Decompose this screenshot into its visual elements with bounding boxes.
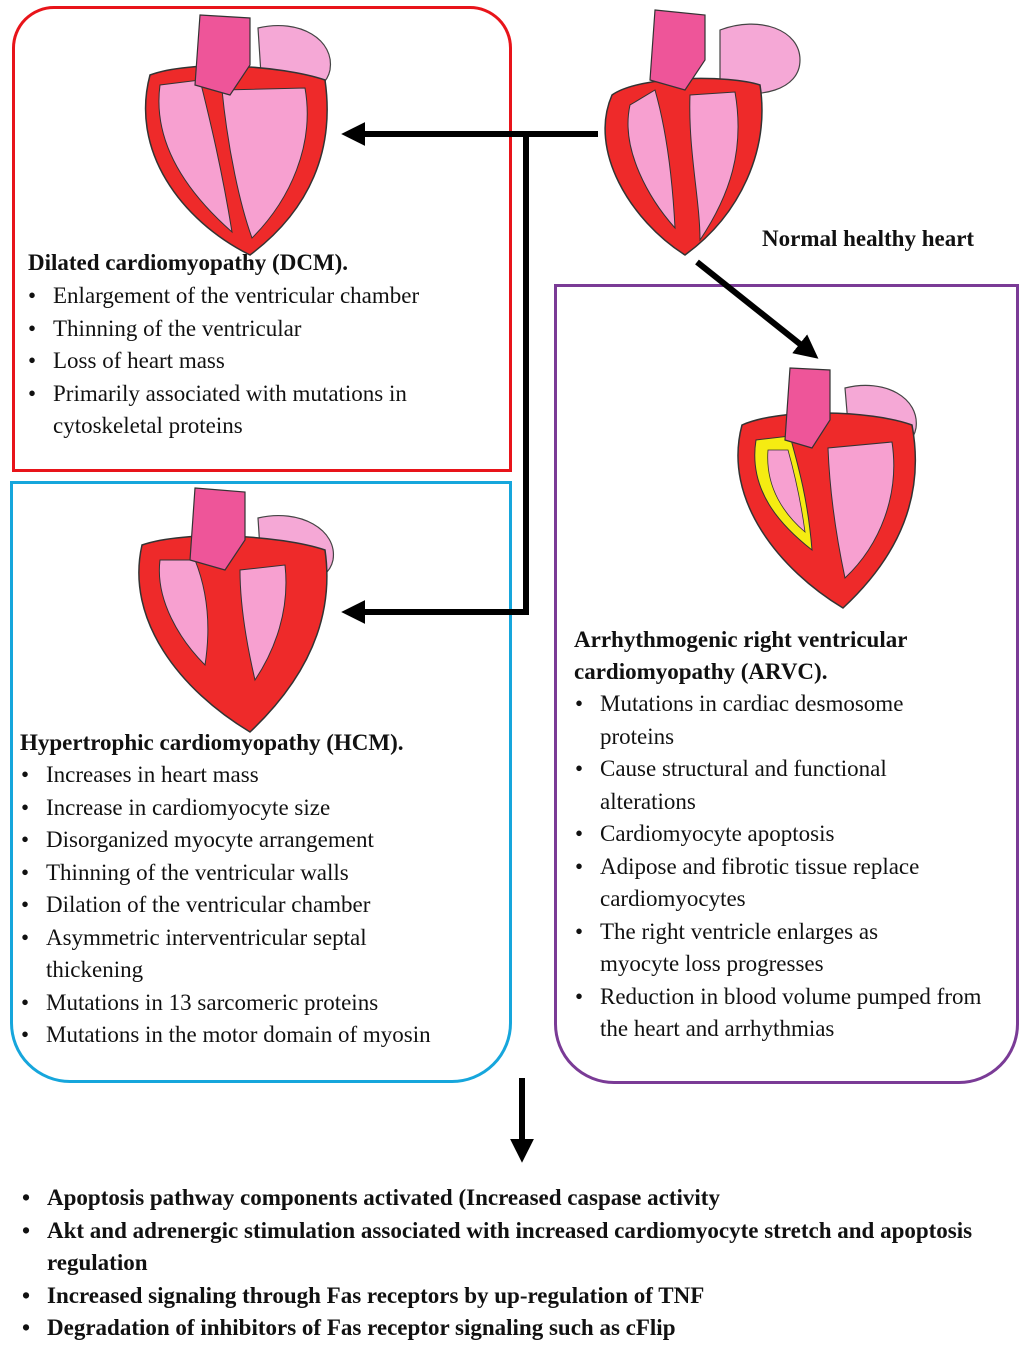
list-item: Disorganized myocyte arrangement [19, 824, 507, 857]
dcm-heart-icon [144, 14, 331, 256]
arvc-title-line1: Arrhythmogenic right ventricular [574, 627, 908, 652]
list-item: Mutations in the motor domain of myosin [19, 1019, 507, 1052]
list-item: Asymmetric interventricular septal thick… [19, 922, 466, 987]
list-item: Increase in cardiomyocyte size [19, 792, 507, 825]
normal-heart-icon [604, 9, 801, 256]
hcm-heart-icon [138, 487, 334, 733]
list-item: Adipose and fibrotic tissue replace card… [573, 851, 1005, 916]
hcm-title: Hypertrophic cardiomyopathy (HCM). [20, 730, 404, 755]
list-item: The right ventricle enlarges as myocyte … [573, 916, 960, 981]
list-item: Primarily associated with mutations in c… [26, 378, 496, 443]
list-item: Thinning of the ventricular walls [19, 857, 507, 890]
list-item: Enlargement of the ventricular chamber [26, 280, 496, 313]
arvc-title-line2: cardiomyopathy (ARVC). [574, 659, 828, 684]
dcm-title: Dilated cardiomyopathy (DCM). [28, 250, 349, 275]
hcm-list: Increases in heart mass Increase in card… [19, 759, 507, 1052]
list-item: Increases in heart mass [19, 759, 507, 792]
arvc-list: Mutations in cardiac desmosome proteins … [573, 688, 1003, 1046]
hcm-box [10, 481, 512, 1083]
arrow-to-arvc [695, 259, 819, 359]
list-item: Mutations in cardiac desmosome proteins [573, 688, 970, 753]
list-item: Loss of heart mass [26, 345, 496, 378]
list-item: Increased signaling through Fas receptor… [20, 1280, 1024, 1313]
list-item: Cardiomyocyte apoptosis [573, 818, 1003, 851]
list-item: Akt and adrenergic stimulation associate… [20, 1215, 1024, 1280]
outcomes-list: Apoptosis pathway components activated (… [20, 1182, 1024, 1345]
normal-heart-label: Normal healthy heart [762, 226, 975, 251]
arvc-box [554, 284, 1019, 1084]
dcm-box [12, 6, 512, 472]
list-item: Mutations in 13 sarcomeric proteins [19, 987, 507, 1020]
list-item: Cause structural and functional alterati… [573, 753, 970, 818]
list-item: Reduction in blood volume pumped from th… [573, 981, 1005, 1046]
arrow-to-hcm [341, 134, 529, 624]
dcm-list: Enlargement of the ventricular chamber T… [26, 280, 496, 443]
arvc-heart-icon [737, 367, 917, 609]
list-item: Thinning of the ventricular [26, 313, 496, 346]
list-item: Dilation of the ventricular chamber [19, 889, 507, 922]
list-item: Apoptosis pathway components activated (… [20, 1182, 1024, 1215]
list-item: Degradation of inhibitors of Fas recepto… [20, 1312, 1024, 1345]
